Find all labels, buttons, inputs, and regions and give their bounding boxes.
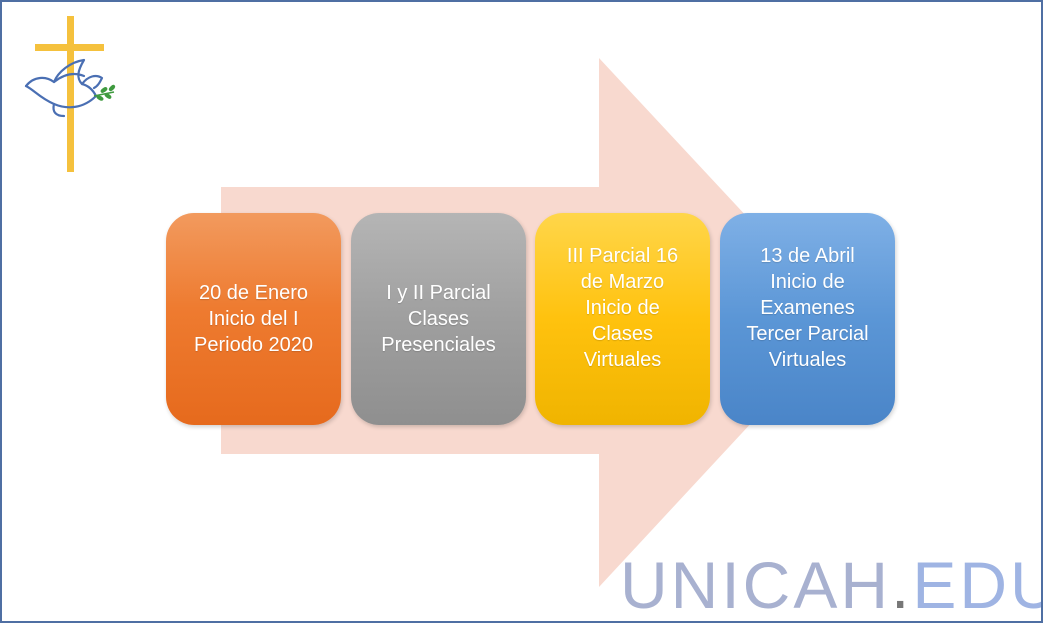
watermark-main: UNICAH <box>620 548 892 622</box>
timeline-step-3: III Parcial 16 de Marzo Inicio de Clases… <box>535 213 710 425</box>
cross-horizontal-bar <box>35 44 104 51</box>
timeline-step-2-text: I y II Parcial Clases Presenciales <box>381 282 496 356</box>
dove-icon <box>24 58 104 118</box>
timeline-step-1: 20 de Enero Inicio del I Periodo 2020 <box>166 213 341 425</box>
cross-with-dove-icon <box>24 16 116 172</box>
timeline-step-2: I y II Parcial Clases Presenciales <box>351 213 526 425</box>
cross-vertical-bar <box>67 16 74 172</box>
olive-branch-icon <box>93 84 116 101</box>
unicah-watermark: UNICAH.EDU <box>620 552 1041 618</box>
watermark-suffix: EDU <box>912 548 1041 622</box>
timeline-step-1-text: 20 de Enero Inicio del I Periodo 2020 <box>194 282 313 356</box>
timeline-step-4-text: 13 de Abril Inicio de Examenes Tercer Pa… <box>746 245 869 371</box>
watermark-dot: . <box>891 548 913 622</box>
timeline-step-3-text: III Parcial 16 de Marzo Inicio de Clases… <box>566 245 679 371</box>
timeline-step-4: 13 de Abril Inicio de Examenes Tercer Pa… <box>720 213 895 425</box>
